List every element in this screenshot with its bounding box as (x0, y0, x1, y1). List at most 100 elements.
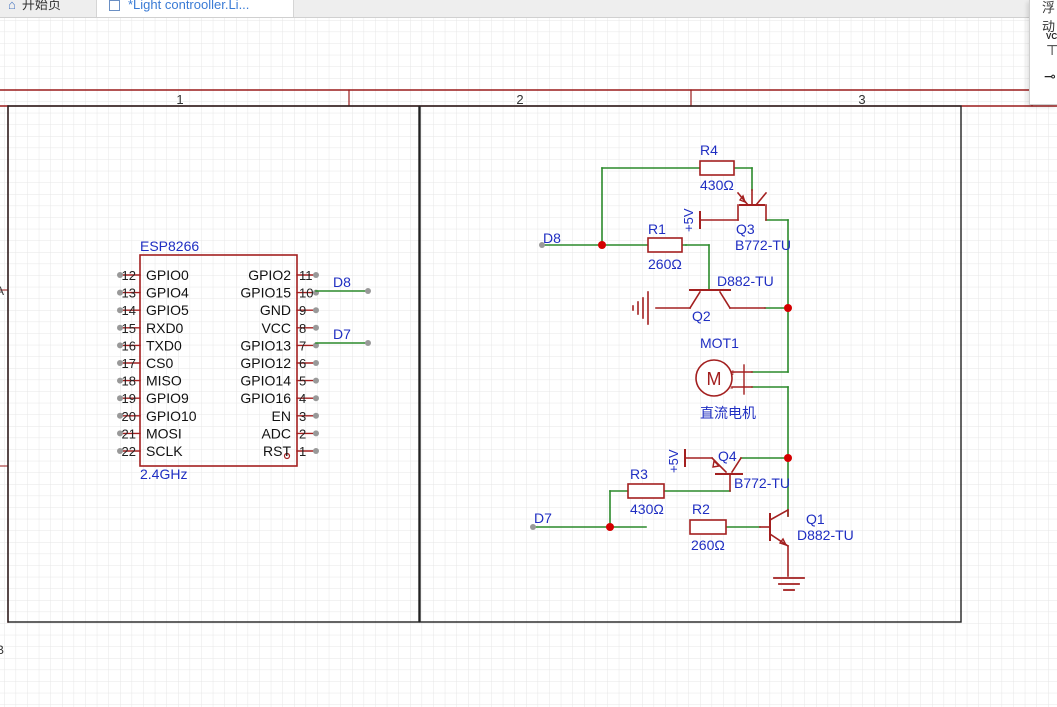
q4-value: B772-TU (734, 475, 790, 491)
pin-endpoint[interactable] (117, 395, 123, 402)
home-icon: ⌂ (8, 0, 16, 12)
esp-pin-number: 2 (299, 426, 306, 441)
pin-endpoint[interactable] (313, 448, 319, 454)
transistor-emitter (736, 191, 750, 207)
pin-endpoint[interactable] (313, 412, 319, 419)
pin-endpoint[interactable] (117, 342, 123, 349)
esp8266-value: 2.4GHz (140, 466, 187, 482)
components[interactable] (627, 160, 805, 591)
transistor-emitter (710, 456, 728, 474)
pin-endpoint[interactable] (313, 342, 319, 349)
esp8266-body (139, 254, 298, 467)
esp-pin-number: 15 (122, 321, 136, 336)
esp-pin-name: GPIO10 (146, 408, 197, 424)
esp-pin-number: 14 (122, 303, 136, 318)
pin-endpoint[interactable] (313, 430, 319, 437)
net-label-d7-esp[interactable]: D7 (333, 326, 351, 342)
pin-endpoint[interactable] (313, 377, 319, 384)
pin-endpoint[interactable] (117, 360, 123, 366)
pin-endpoint[interactable] (117, 289, 123, 296)
component-labels: D8 D7 D8 D7 R4 430Ω R1 260Ω Q3 B772-TU D… (333, 142, 854, 553)
esp-pin-number: 18 (122, 374, 136, 389)
pin-endpoint[interactable] (313, 272, 319, 278)
mot1-ref: MOT1 (700, 335, 739, 351)
resistor-r4[interactable] (699, 160, 735, 176)
transistor-q4[interactable] (684, 449, 743, 492)
q3-ref: Q3 (736, 221, 755, 237)
pin-endpoint[interactable] (117, 307, 123, 314)
motor-plus-label: + (730, 368, 736, 379)
net-endpoint[interactable] (365, 288, 371, 294)
r2-value: 260Ω (691, 537, 725, 553)
transistor-arrow (778, 537, 788, 547)
esp-pin-number: 6 (299, 356, 306, 371)
transistor-q1[interactable] (759, 508, 805, 591)
vcc-label-q4: +5V (666, 449, 681, 473)
transistor-collector (730, 456, 743, 474)
esp-pin-name: EN (272, 408, 291, 424)
esp-pin-number: 21 (122, 426, 136, 441)
esp-pin-number: 20 (122, 409, 136, 424)
esp-pin-number: 7 (299, 338, 306, 353)
esp-pin-name: RXD0 (146, 320, 184, 336)
net-endpoint[interactable] (530, 524, 536, 530)
q1-ref: Q1 (806, 511, 825, 527)
pin1-marker (283, 452, 291, 460)
net-label-d7[interactable]: D7 (534, 510, 552, 526)
pin-endpoint[interactable] (313, 395, 319, 402)
r3-ref: R3 (630, 466, 648, 482)
q3-value: B772-TU (735, 237, 791, 253)
esp-pin-name: GND (260, 302, 291, 318)
resistor-r3[interactable] (627, 483, 665, 499)
tab-document-label: *Light controoller.Li... (128, 0, 250, 12)
floating-panel[interactable]: 浮动 VCC ⊤ ⊸ (1029, 0, 1057, 105)
resistor-r1[interactable] (647, 237, 683, 253)
net-label-d8[interactable]: D8 (543, 230, 561, 246)
esp-pin-name: GPIO5 (146, 302, 189, 318)
pin-endpoint[interactable] (117, 448, 123, 454)
esp-pin-number: 4 (299, 391, 306, 406)
power-port-icon[interactable]: ⊤ (1046, 42, 1057, 58)
net-endpoint[interactable] (365, 340, 371, 346)
net-port-icon[interactable]: ⊸ (1044, 68, 1056, 84)
pin-endpoint[interactable] (117, 324, 123, 331)
esp-pin-name: CS0 (146, 355, 173, 371)
pin-endpoint[interactable] (117, 430, 123, 437)
pin-endpoint[interactable] (313, 360, 319, 366)
vcc-power-label: VCC (1046, 32, 1057, 41)
pin-endpoint[interactable] (117, 272, 123, 278)
pin-endpoint[interactable] (313, 324, 319, 331)
resistor-r2[interactable] (689, 519, 727, 535)
wires (315, 167, 792, 531)
pin-endpoint[interactable] (117, 412, 123, 419)
transistor-q3[interactable] (699, 189, 768, 229)
pin-endpoint[interactable] (313, 307, 319, 314)
net-label-d8-esp[interactable]: D8 (333, 274, 351, 290)
q4-ref: Q4 (718, 448, 737, 464)
pin-endpoint[interactable] (117, 377, 123, 384)
lead (688, 290, 702, 310)
esp-pin-name: SCLK (146, 443, 183, 459)
tab-document[interactable]: *Light controoller.Li... (96, 0, 294, 17)
transistor-arrow (712, 459, 721, 468)
net-endpoint[interactable] (539, 242, 545, 248)
r4-value: 430Ω (700, 177, 734, 193)
esp-pin-number: 16 (122, 338, 136, 353)
grid-background (0, 18, 1057, 707)
esp-pin-name: TXD0 (146, 337, 182, 353)
esp-pin-name: GPIO14 (240, 373, 291, 389)
esp-pin-name: GPIO2 (248, 267, 291, 283)
esp-pin-name: GPIO15 (240, 285, 291, 301)
esp-pin-name: RST (263, 443, 291, 459)
tab-start-page[interactable]: ⌂ 开始页 (0, 0, 92, 17)
motor-mot1[interactable] (695, 359, 753, 397)
esp-pin-name: GPIO13 (240, 337, 291, 353)
sheet-block-left (7, 105, 420, 623)
tab-start-page-label: 开始页 (21, 0, 61, 12)
motor-minus-label: - (730, 383, 733, 394)
floating-panel-title: 浮动 (1042, 0, 1056, 34)
transistor-q2[interactable] (632, 289, 766, 325)
